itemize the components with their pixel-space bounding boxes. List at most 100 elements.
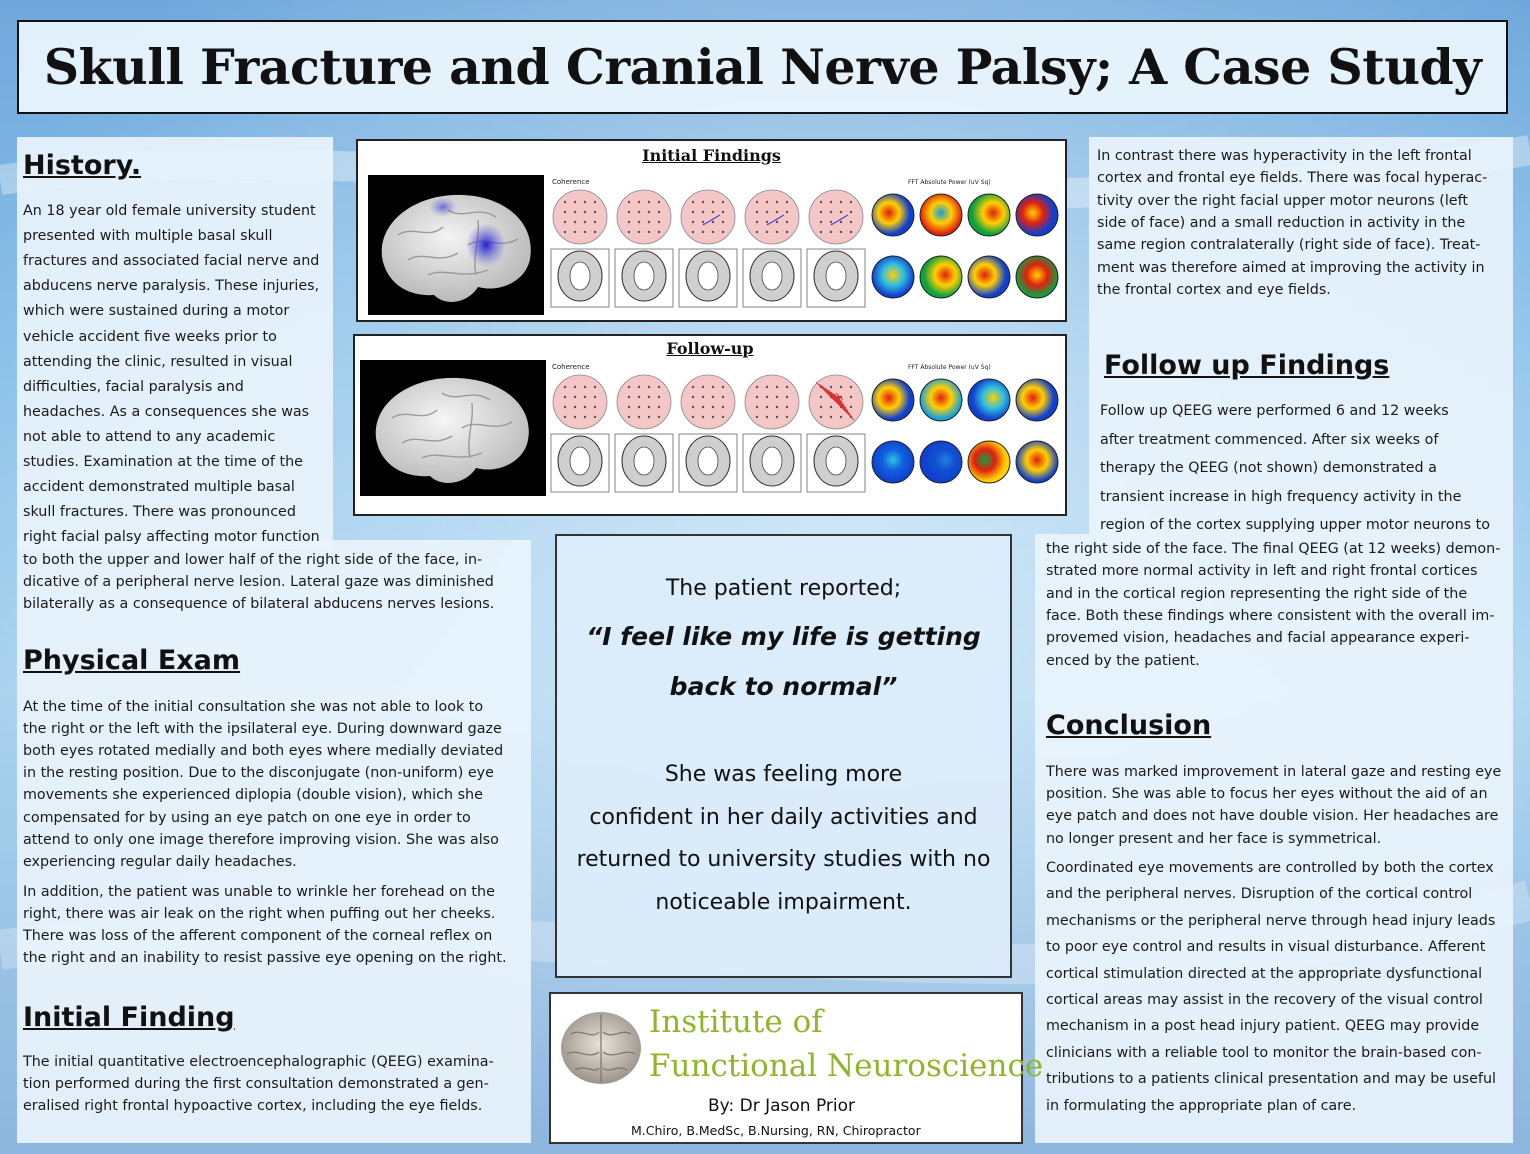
fft-power-map bbox=[871, 193, 915, 237]
text-line: eye patch and does not have double visio… bbox=[1046, 808, 1499, 825]
electrode-dot bbox=[563, 405, 567, 409]
electrode-dot bbox=[775, 210, 779, 214]
text-line: At the time of the initial consultation … bbox=[23, 699, 484, 715]
text-line: mechanisms or the peripheral nerve throu… bbox=[1046, 912, 1496, 929]
electrode-dot bbox=[593, 230, 597, 234]
conclusion-heading: Conclusion bbox=[1046, 710, 1212, 741]
fft-power-map bbox=[1015, 378, 1059, 422]
text-line: dicative of a peripheral nerve lesion. L… bbox=[23, 574, 494, 590]
electrode-dot bbox=[593, 210, 597, 214]
electrode-dot bbox=[657, 395, 661, 399]
follow-up-title: Follow-up bbox=[666, 339, 754, 358]
electrode-dot bbox=[701, 395, 705, 399]
electrode-dot bbox=[573, 405, 577, 409]
electrode-dot bbox=[647, 230, 651, 234]
text-line: and the peripheral nerves. Disruption of… bbox=[1046, 886, 1473, 903]
electrode-dot bbox=[691, 200, 695, 204]
electrode-dot bbox=[691, 415, 695, 419]
text-line: cortical stimulation directed at the app… bbox=[1046, 965, 1483, 982]
electrode-dot bbox=[765, 385, 769, 389]
text-line: Coordinated eye movements are controlled… bbox=[1046, 860, 1494, 876]
electrode-dot bbox=[691, 395, 695, 399]
fft-power-map bbox=[1015, 193, 1059, 237]
electrode-dot bbox=[627, 415, 631, 419]
text-line: The initial quantitative electroencephal… bbox=[23, 1054, 494, 1070]
text-line: experiencing regular daily headaches. bbox=[23, 853, 297, 870]
electrode-dot bbox=[755, 405, 759, 409]
text-line: not able to attend to any academic bbox=[23, 428, 276, 445]
electrode-dot bbox=[691, 210, 695, 214]
electrode-dot bbox=[819, 230, 823, 234]
electrode-dot bbox=[849, 395, 853, 399]
electrode-dot bbox=[775, 200, 779, 204]
text-line: accident demonstrated multiple basal bbox=[23, 479, 295, 496]
quote-outcome-line: returned to university studies with no bbox=[576, 847, 991, 872]
patient-quote-box: The patient reported; “I feel like my li… bbox=[555, 534, 1012, 978]
electrode-dot bbox=[755, 385, 759, 389]
electrode-dot bbox=[563, 385, 567, 389]
text-line: same region contralaterally (right side … bbox=[1097, 237, 1481, 254]
electrode-dot bbox=[849, 385, 853, 389]
electrode-dot bbox=[593, 395, 597, 399]
electrode-dot bbox=[593, 415, 597, 419]
electrode-dot bbox=[637, 395, 641, 399]
coherence-line bbox=[766, 214, 785, 226]
electrode-dot bbox=[573, 395, 577, 399]
electrode-dot bbox=[819, 200, 823, 204]
coherence-label: Coherence bbox=[552, 363, 590, 371]
electrode-dot bbox=[721, 385, 725, 389]
electrode-dot bbox=[839, 415, 843, 419]
fft-power-map bbox=[967, 255, 1011, 299]
fft-power-map bbox=[1015, 255, 1059, 299]
electrode-dot bbox=[593, 405, 597, 409]
text-line: side of face) and a small reduction in a… bbox=[1097, 214, 1466, 231]
author-credentials: M.Chiro, B.MedSc, B.Nursing, RN, Chiropr… bbox=[631, 1123, 921, 1138]
text-line: There was loss of the afferent component… bbox=[23, 928, 493, 944]
electrode-dot bbox=[573, 220, 577, 224]
text-line: which were sustained during a motor bbox=[23, 303, 290, 320]
electrode-dot bbox=[775, 415, 779, 419]
electrode-dot bbox=[721, 415, 725, 419]
fft-power-map bbox=[1015, 440, 1059, 484]
electrode-dot bbox=[701, 200, 705, 204]
electrode-dot bbox=[563, 200, 567, 204]
electrode-dot bbox=[839, 200, 843, 204]
text-line: ment was therefore aimed at improving th… bbox=[1097, 259, 1485, 276]
coherence-head bbox=[552, 189, 608, 245]
text-line: eralised right frontal hypoactive cortex… bbox=[23, 1098, 483, 1114]
fft-power-map bbox=[919, 440, 963, 484]
electrode-dot bbox=[563, 230, 567, 234]
electrode-dot bbox=[849, 230, 853, 234]
electrode-dot bbox=[721, 405, 725, 409]
text-line: right facial palsy affecting motor funct… bbox=[23, 529, 320, 546]
electrode-dot bbox=[583, 230, 587, 234]
coherence-line bbox=[824, 387, 849, 412]
text-line: tivity over the right facial upper motor… bbox=[1097, 192, 1468, 209]
electrode-dot bbox=[647, 385, 651, 389]
electrode-dot bbox=[657, 415, 661, 419]
electrode-dot bbox=[829, 385, 833, 389]
electrode-dot bbox=[691, 230, 695, 234]
coherence-line bbox=[818, 383, 853, 418]
electrode-dot bbox=[657, 385, 661, 389]
title-banner: Skull Fracture and Cranial Nerve Palsy; … bbox=[17, 20, 1508, 114]
electrode-dot bbox=[775, 230, 779, 234]
text-line: cortex and frontal eye fields. There was… bbox=[1097, 170, 1488, 187]
text-line: position. She was able to focus her eyes… bbox=[1046, 786, 1488, 803]
text-line: the right or the left with the ipsilater… bbox=[23, 721, 502, 738]
text-line: the frontal cortex and eye fields. bbox=[1097, 281, 1331, 298]
electrode-dot bbox=[765, 415, 769, 419]
electrode-dot bbox=[637, 210, 641, 214]
electrode-dot bbox=[627, 220, 631, 224]
text-line: In contrast there was hyperactivity in t… bbox=[1097, 148, 1472, 164]
text-line: fractures and associated facial nerve an… bbox=[23, 253, 320, 270]
electrode-dot bbox=[785, 405, 789, 409]
text-line: headaches. As a consequences she was bbox=[23, 403, 310, 420]
coherence-line bbox=[833, 393, 843, 403]
electrode-dot bbox=[829, 415, 833, 419]
coherence-line bbox=[830, 214, 849, 226]
coherence-head bbox=[744, 374, 800, 430]
electrode-dot bbox=[637, 405, 641, 409]
text-line: compensated for by using an eye patch on… bbox=[23, 809, 471, 826]
